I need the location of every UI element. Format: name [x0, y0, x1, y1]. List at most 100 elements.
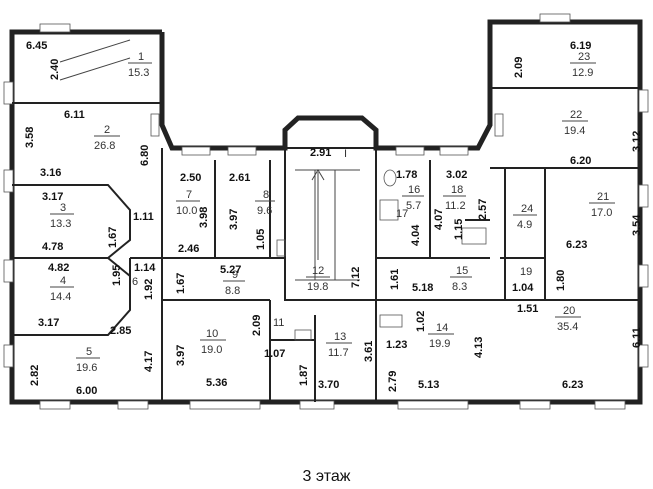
svg-text:2.85: 2.85 — [110, 325, 131, 337]
svg-text:3.16: 3.16 — [40, 167, 61, 179]
svg-text:3.61: 3.61 — [363, 341, 375, 362]
svg-text:6.80: 6.80 — [139, 145, 151, 166]
svg-text:20: 20 — [563, 305, 575, 317]
svg-text:6.11: 6.11 — [631, 327, 643, 348]
svg-text:24: 24 — [521, 203, 533, 215]
svg-text:1.78: 1.78 — [396, 169, 417, 181]
svg-text:7.12: 7.12 — [350, 267, 362, 288]
svg-text:1.80: 1.80 — [555, 270, 567, 291]
svg-text:4.04: 4.04 — [410, 224, 422, 246]
svg-text:4.78: 4.78 — [42, 241, 63, 253]
svg-text:16: 16 — [408, 184, 420, 196]
svg-text:3.02: 3.02 — [446, 169, 467, 181]
svg-text:3.17: 3.17 — [38, 317, 59, 329]
svg-text:3.97: 3.97 — [175, 345, 187, 366]
svg-text:19: 19 — [520, 266, 532, 278]
svg-text:2.40: 2.40 — [49, 59, 61, 80]
svg-text:4.07: 4.07 — [433, 209, 445, 230]
svg-text:4.9: 4.9 — [517, 219, 532, 231]
svg-text:1.04: 1.04 — [512, 282, 534, 294]
svg-text:5.18: 5.18 — [412, 282, 433, 294]
dimension-labels: 6.45 2.40 6.11 3.58 3.16 6.80 3.17 4.78 … — [24, 40, 643, 397]
svg-text:6.45: 6.45 — [26, 40, 47, 52]
svg-text:1.11: 1.11 — [133, 211, 154, 223]
svg-text:7: 7 — [186, 189, 192, 201]
room-20-label: 20 35.4 — [555, 305, 581, 333]
svg-text:1.92: 1.92 — [143, 279, 155, 300]
svg-text:3.54: 3.54 — [631, 214, 643, 236]
room-22-label: 22 19.4 — [562, 109, 588, 137]
svg-text:14.4: 14.4 — [50, 291, 71, 303]
svg-text:1.61: 1.61 — [389, 269, 401, 290]
svg-text:19.4: 19.4 — [564, 125, 585, 137]
floor-plan: 115.3 226.8 313.3 414.4 519.6 6 710.0 89… — [3, 13, 649, 410]
svg-text:1.51: 1.51 — [517, 303, 538, 315]
svg-text:6: 6 — [132, 276, 138, 288]
svg-text:1.87: 1.87 — [298, 365, 310, 386]
svg-text:2.91: 2.91 — [310, 147, 331, 159]
svg-text:2.09: 2.09 — [251, 315, 263, 336]
room-labels: 115.3 226.8 313.3 414.4 519.6 6 710.0 89… — [50, 51, 615, 374]
svg-text:35.4: 35.4 — [557, 321, 578, 333]
svg-text:1.67: 1.67 — [175, 273, 187, 294]
svg-text:6.11: 6.11 — [64, 109, 85, 121]
room-6-label: 6 — [132, 276, 138, 288]
svg-text:11: 11 — [273, 317, 284, 329]
svg-text:2.46: 2.46 — [178, 243, 199, 255]
svg-text:4.13: 4.13 — [473, 337, 485, 358]
svg-text:15: 15 — [456, 265, 468, 277]
svg-text:5.13: 5.13 — [418, 379, 439, 391]
svg-text:5.36: 5.36 — [206, 377, 227, 389]
fixtures — [276, 169, 487, 341]
svg-text:2.09: 2.09 — [513, 57, 525, 78]
svg-text:1: 1 — [138, 51, 144, 63]
svg-text:13.3: 13.3 — [50, 218, 71, 230]
svg-text:1.23: 1.23 — [386, 339, 407, 351]
svg-text:2.79: 2.79 — [387, 371, 399, 392]
room-19-label: 19 — [520, 266, 532, 278]
partitions — [12, 39, 640, 402]
room-15-label: 158.3 — [450, 265, 472, 293]
svg-text:6.00: 6.00 — [76, 385, 97, 397]
svg-text:3.17: 3.17 — [42, 191, 63, 203]
svg-text:22: 22 — [570, 109, 582, 121]
svg-text:1.15: 1.15 — [453, 219, 465, 240]
svg-text:3: 3 — [60, 202, 66, 214]
room-4-label: 414.4 — [50, 275, 74, 303]
svg-text:17: 17 — [396, 208, 408, 220]
svg-text:3.12: 3.12 — [631, 131, 643, 152]
svg-text:17.0: 17.0 — [591, 207, 612, 219]
svg-text:2.82: 2.82 — [29, 365, 41, 386]
svg-text:1.02: 1.02 — [415, 311, 427, 332]
svg-text:21: 21 — [597, 191, 609, 203]
svg-text:5.7: 5.7 — [406, 200, 421, 212]
room-1-label: 115.3 — [128, 51, 152, 79]
svg-text:19.8: 19.8 — [307, 281, 328, 293]
svg-text:19.9: 19.9 — [429, 338, 450, 350]
svg-text:1.07: 1.07 — [264, 348, 285, 360]
svg-text:19.6: 19.6 — [76, 362, 97, 374]
svg-text:5.27: 5.27 — [220, 264, 241, 276]
room-16-label: 165.7 — [402, 184, 424, 212]
svg-text:10: 10 — [206, 328, 218, 340]
room-11-label: 11 — [273, 317, 284, 329]
room-24-label: 244.9 — [513, 203, 537, 231]
svg-text:2: 2 — [104, 124, 110, 136]
room-5-label: 519.6 — [76, 346, 100, 374]
svg-text:26.8: 26.8 — [94, 140, 115, 152]
room-3-label: 313.3 — [50, 202, 74, 230]
svg-text:10.0: 10.0 — [176, 205, 197, 217]
svg-text:4.82: 4.82 — [48, 262, 69, 274]
stair-mark: I — [344, 148, 347, 160]
svg-text:2.61: 2.61 — [229, 172, 250, 184]
svg-text:1.05: 1.05 — [255, 229, 267, 250]
svg-text:6.19: 6.19 — [570, 40, 591, 52]
room-7-label: 710.0 — [176, 189, 200, 217]
svg-text:6.23: 6.23 — [562, 379, 583, 391]
svg-text:6.20: 6.20 — [570, 155, 591, 167]
svg-text:14: 14 — [436, 322, 448, 334]
svg-text:6.23: 6.23 — [566, 239, 587, 251]
